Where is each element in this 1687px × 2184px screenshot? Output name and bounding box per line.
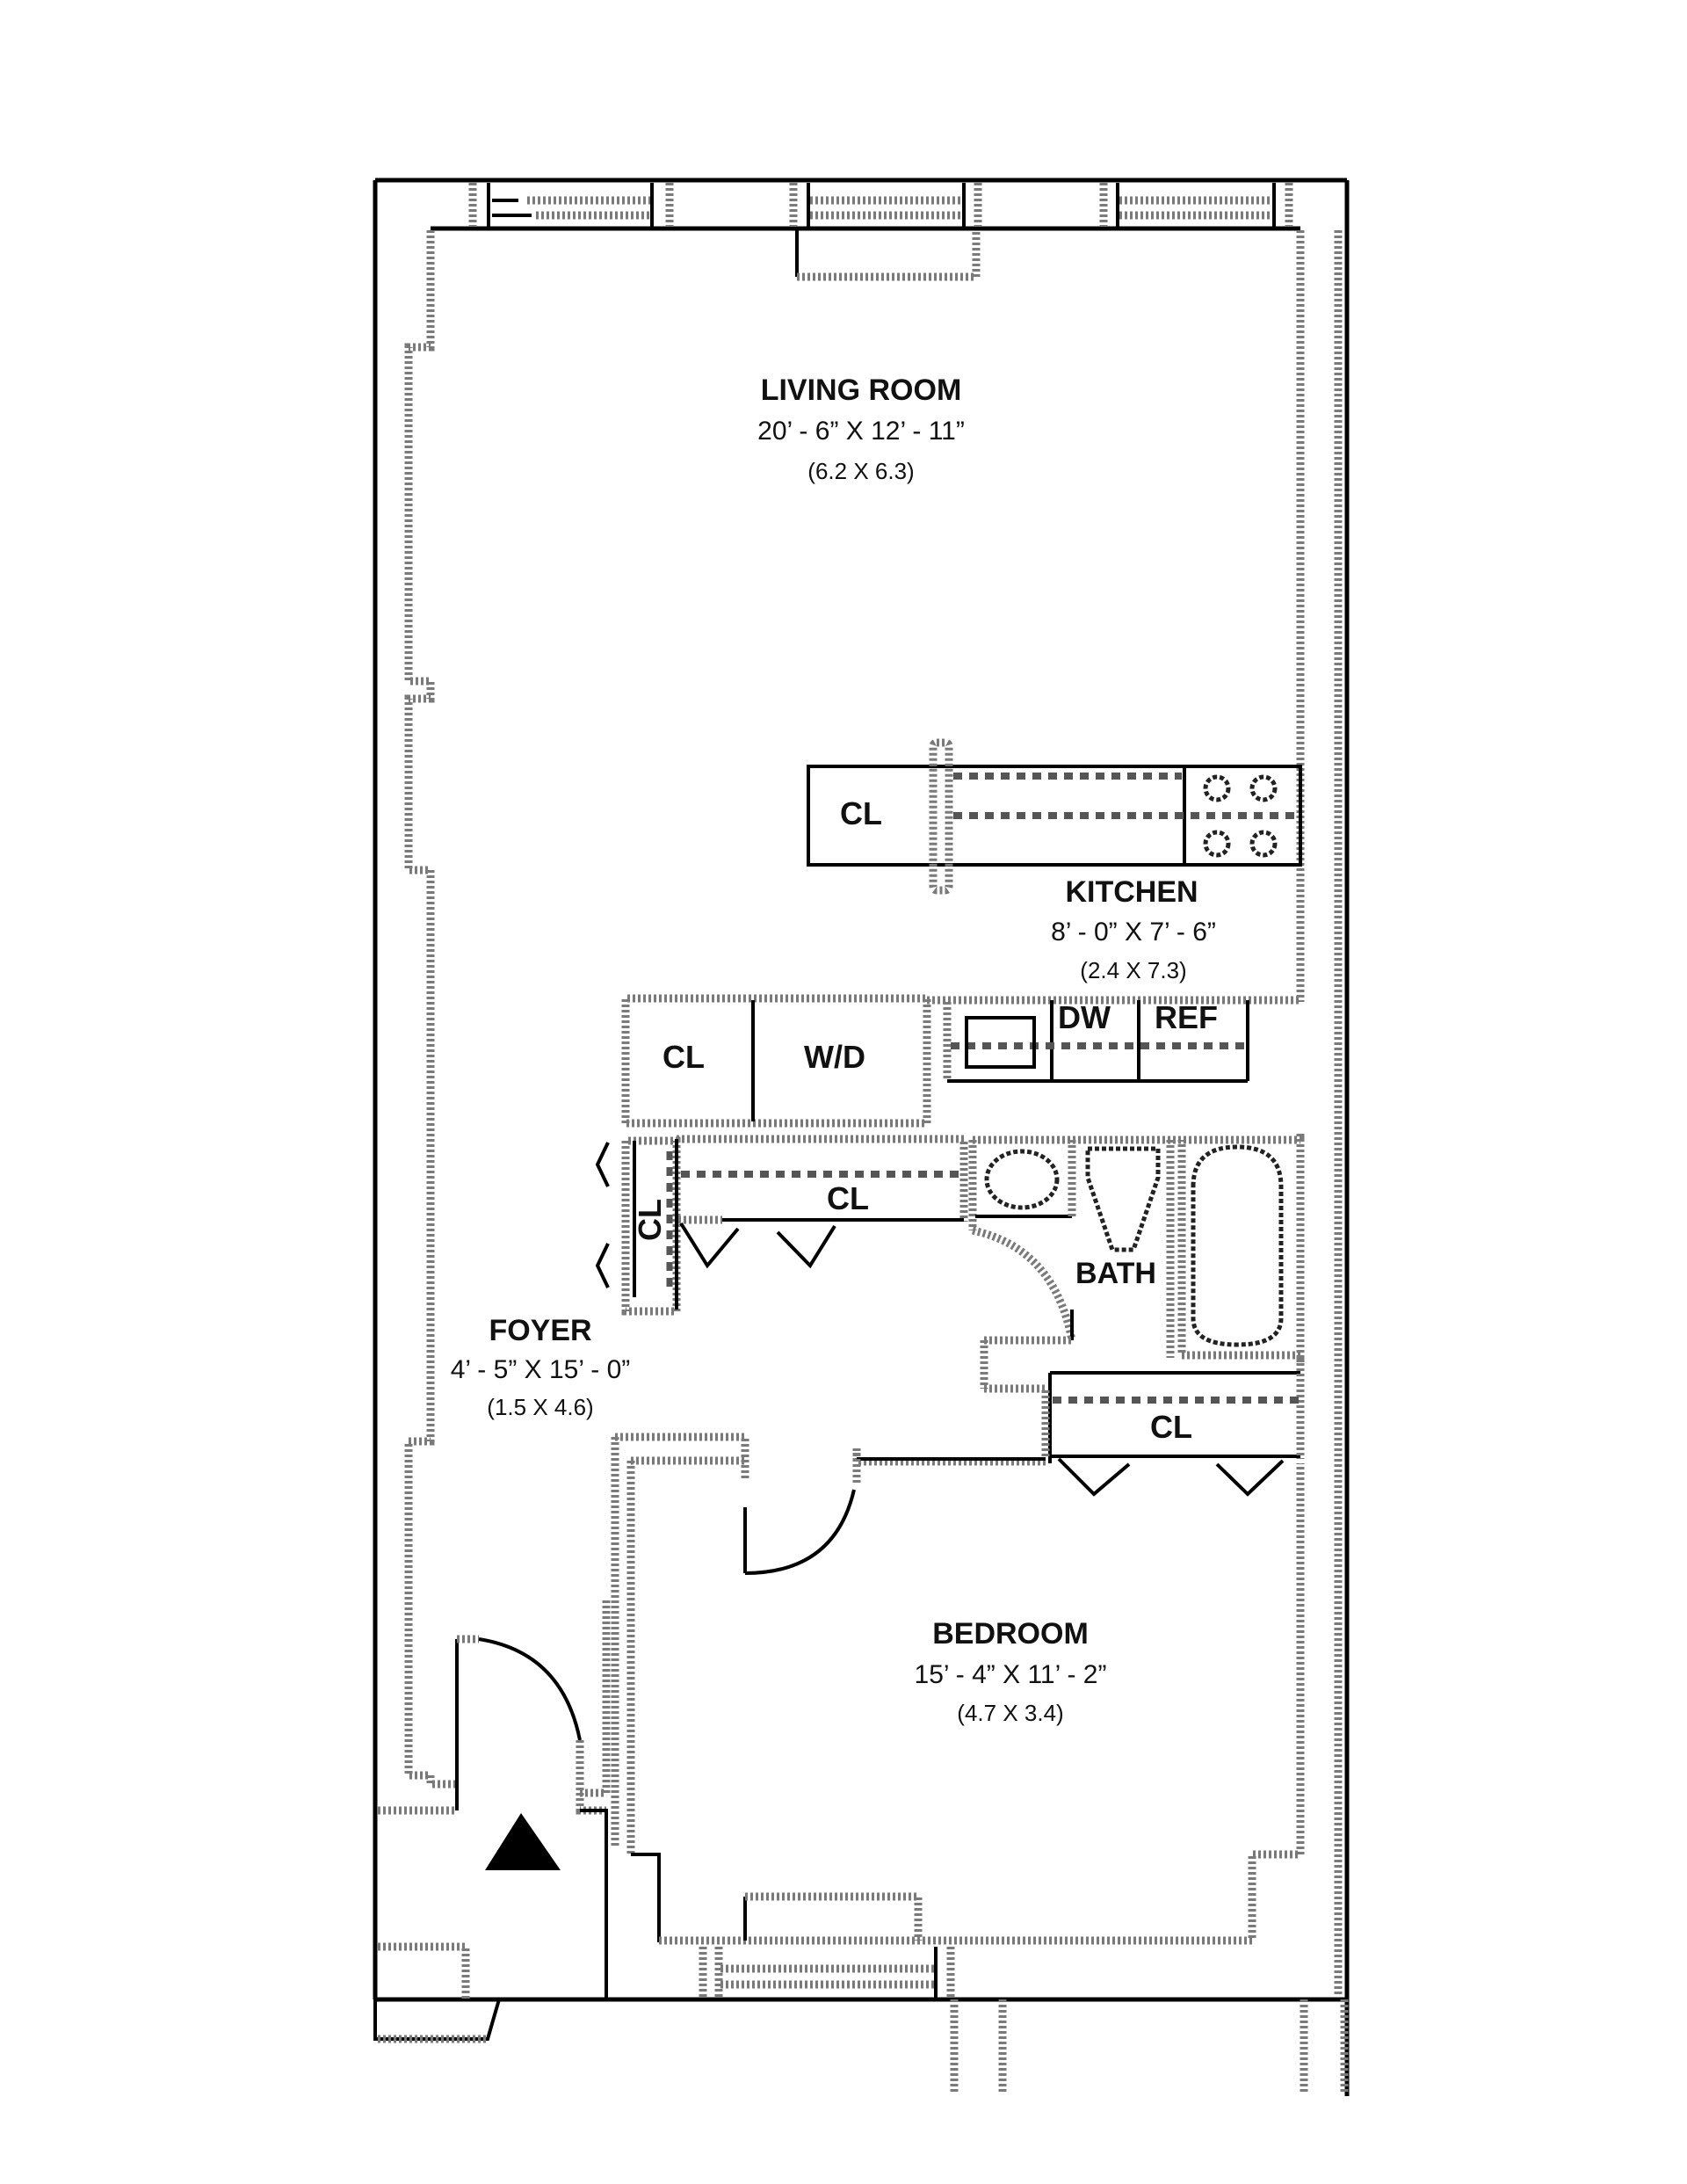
refrigerator-label: REF [1155, 999, 1218, 1035]
stove-burners-icon [1203, 774, 1278, 858]
toilet-icon [1085, 1146, 1161, 1252]
corridor-walls-below [950, 1999, 1349, 2092]
bedroom-dimensions: 15’ - 4” X 11’ - 2” [915, 1660, 1107, 1689]
bath-sink-icon [984, 1149, 1060, 1210]
laundry-block [621, 994, 1305, 1128]
sink-icon [965, 1016, 1036, 1069]
interior-wall-left [404, 230, 457, 1789]
bedroom-metric: (4.7 X 3.4) [957, 1700, 1063, 1726]
bedroom-name: BEDROOM [932, 1617, 1089, 1651]
bedroom-door-swing [744, 1489, 856, 1575]
foyer-dimensions: 4’ - 5” X 15’ - 0” [451, 1355, 631, 1384]
foyer-label: FOYER 4’ - 5” X 15’ - 0” (1.5 X 4.6) [451, 1314, 631, 1420]
dishwasher-label: DW [1058, 999, 1111, 1035]
bathtub-icon [1191, 1144, 1284, 1347]
bedroom-closet [1048, 1358, 1305, 1497]
foyer-closet-horizontal-label: CL [827, 1180, 869, 1216]
foyer-closet-vertical [595, 1136, 681, 1316]
foyer-name: FOYER [489, 1314, 591, 1347]
bath-room [968, 1136, 1305, 1389]
window-top-right [1099, 183, 1293, 227]
window-top-center [789, 183, 982, 227]
bedroom-walls [611, 1384, 1305, 1945]
window-bottom [699, 1892, 955, 1999]
exterior-walls [373, 178, 1350, 2096]
washer-dryer-label: W/D [804, 1039, 865, 1075]
kitchen-metric: (2.4 X 7.3) [1080, 957, 1186, 983]
laundry-closet-label: CL [662, 1039, 705, 1075]
kitchen-name: KITCHEN [1065, 875, 1198, 909]
kitchen-counter [807, 738, 1302, 895]
kitchen-dimensions: 8’ - 0” X 7’ - 6” [1051, 918, 1216, 947]
entry-vestibule [373, 1600, 611, 2043]
bedroom-label: BEDROOM 15’ - 4” X 11’ - 2” (4.7 X 3.4) [915, 1617, 1107, 1726]
kitchen-label: KITCHEN 8’ - 0” X 7’ - 6” (2.4 X 7.3) [1051, 875, 1216, 983]
bedroom-closet-label: CL [1150, 1409, 1192, 1445]
entry-door-swing [478, 1637, 582, 1741]
living-room-metric: (6.2 X 6.3) [807, 458, 914, 484]
foyer-metric: (1.5 X 4.6) [487, 1394, 593, 1420]
living-room-label: LIVING ROOM 20’ - 6” X 12’ - 11” (6.2 X … [757, 374, 965, 484]
living-room-name: LIVING ROOM [761, 374, 962, 407]
window-top-left [468, 183, 674, 227]
kitchen-closet-label: CL [840, 795, 882, 831]
bath-name: BATH [1075, 1257, 1156, 1290]
entry-triangle-icon [485, 1813, 561, 1870]
foyer-closet-vertical-label: CL [632, 1199, 668, 1241]
kitchen-lower-cabinets [943, 1000, 1249, 1083]
foyer-closet-horizontal [675, 1135, 968, 1310]
living-room-dimensions: 20’ - 6” X 12’ - 11” [757, 417, 965, 446]
